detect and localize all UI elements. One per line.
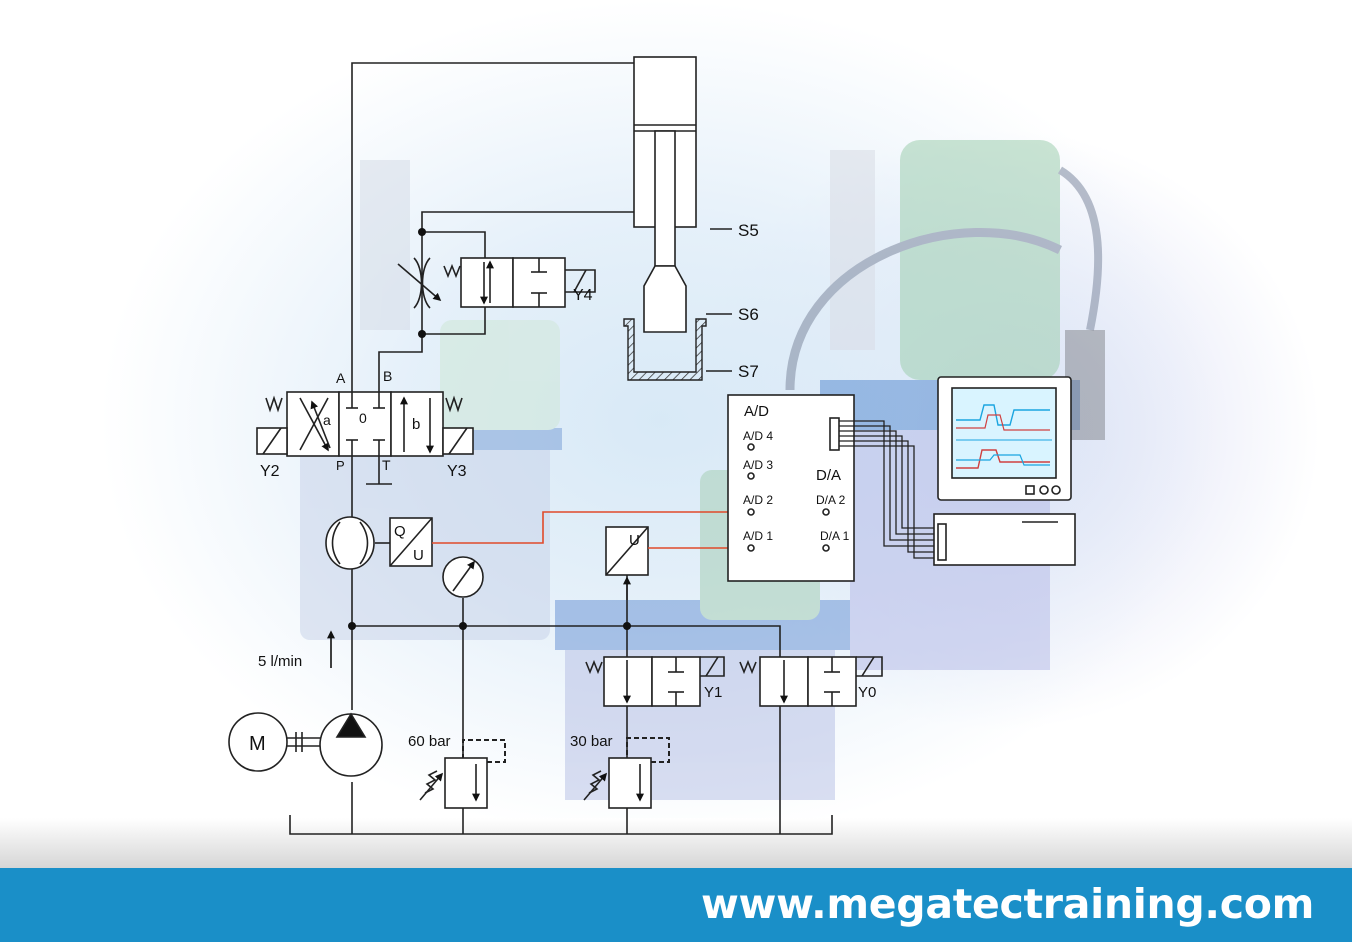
ad-input-3: A/D 3 bbox=[743, 458, 773, 472]
ad-input-4: A/D 4 bbox=[743, 429, 773, 443]
flow-transducer bbox=[389, 517, 433, 567]
sensor-label-s5: S5 bbox=[738, 221, 759, 240]
website-link[interactable]: www.megatectraining.com bbox=[700, 880, 1314, 928]
die-cup bbox=[623, 318, 707, 381]
port-label-t: T bbox=[382, 457, 391, 473]
directional-valve-4-3 bbox=[256, 391, 474, 457]
spool-label-b: b bbox=[412, 416, 420, 433]
relief-label-60bar: 60 bar bbox=[408, 733, 451, 750]
ad-input-1: A/D 1 bbox=[743, 529, 773, 543]
relief-label-30bar: 30 bar bbox=[570, 733, 613, 750]
spool-label-0: 0 bbox=[359, 410, 367, 426]
solenoid-label-y3: Y3 bbox=[447, 463, 467, 480]
hydraulic-pump bbox=[319, 712, 383, 777]
solenoid-label-y4: Y4 bbox=[573, 287, 593, 304]
computer-case bbox=[933, 513, 1076, 566]
sensor-label-s7: S7 bbox=[738, 362, 759, 381]
port-label-a: A bbox=[336, 370, 346, 386]
port-label-b: B bbox=[383, 368, 392, 384]
pressure-gauge bbox=[442, 556, 484, 598]
computer-monitor bbox=[937, 376, 1072, 501]
pressure-transducer-u: U bbox=[629, 532, 640, 549]
hydraulic-cylinder bbox=[633, 56, 697, 333]
hydraulic-circuit-diagram: S5 S6 S7 Y4 bbox=[228, 56, 1105, 835]
footer-bar: www.megatectraining.com bbox=[0, 868, 1352, 942]
sensor-ticks bbox=[706, 228, 732, 372]
data-bus-lines bbox=[839, 420, 936, 559]
valve-y4 bbox=[443, 257, 596, 308]
flow-transducer-q: Q bbox=[394, 523, 406, 540]
relief-valve-60bar bbox=[419, 739, 506, 809]
flow-meter bbox=[325, 516, 375, 570]
ad-title: A/D bbox=[744, 403, 769, 420]
pressure-transducer bbox=[605, 526, 649, 600]
port-label-p: P bbox=[336, 458, 345, 473]
valve-y0 bbox=[739, 656, 883, 707]
ad-input-2: A/D 2 bbox=[743, 493, 773, 507]
flow-transducer-u: U bbox=[413, 547, 424, 564]
flow-rate-label: 5 l/min bbox=[258, 653, 302, 670]
motor-label: M bbox=[249, 733, 266, 755]
da-output-1: D/A 1 bbox=[820, 529, 850, 543]
junction-dots bbox=[348, 228, 631, 630]
valve-y1 bbox=[585, 656, 725, 707]
spool-label-a: a bbox=[323, 412, 331, 428]
da-title: D/A bbox=[816, 467, 841, 484]
ad-converter bbox=[727, 394, 855, 582]
da-output-2: D/A 2 bbox=[816, 493, 846, 507]
electric-motor bbox=[228, 712, 322, 772]
solenoid-label-y0: Y0 bbox=[858, 684, 876, 701]
solenoid-label-y1: Y1 bbox=[704, 684, 722, 701]
solenoid-label-y2: Y2 bbox=[260, 463, 280, 480]
relief-valve-30bar bbox=[583, 737, 670, 809]
sensor-label-s6: S6 bbox=[738, 305, 759, 324]
bottom-fade bbox=[0, 818, 1352, 868]
throttle-valve bbox=[397, 257, 442, 309]
